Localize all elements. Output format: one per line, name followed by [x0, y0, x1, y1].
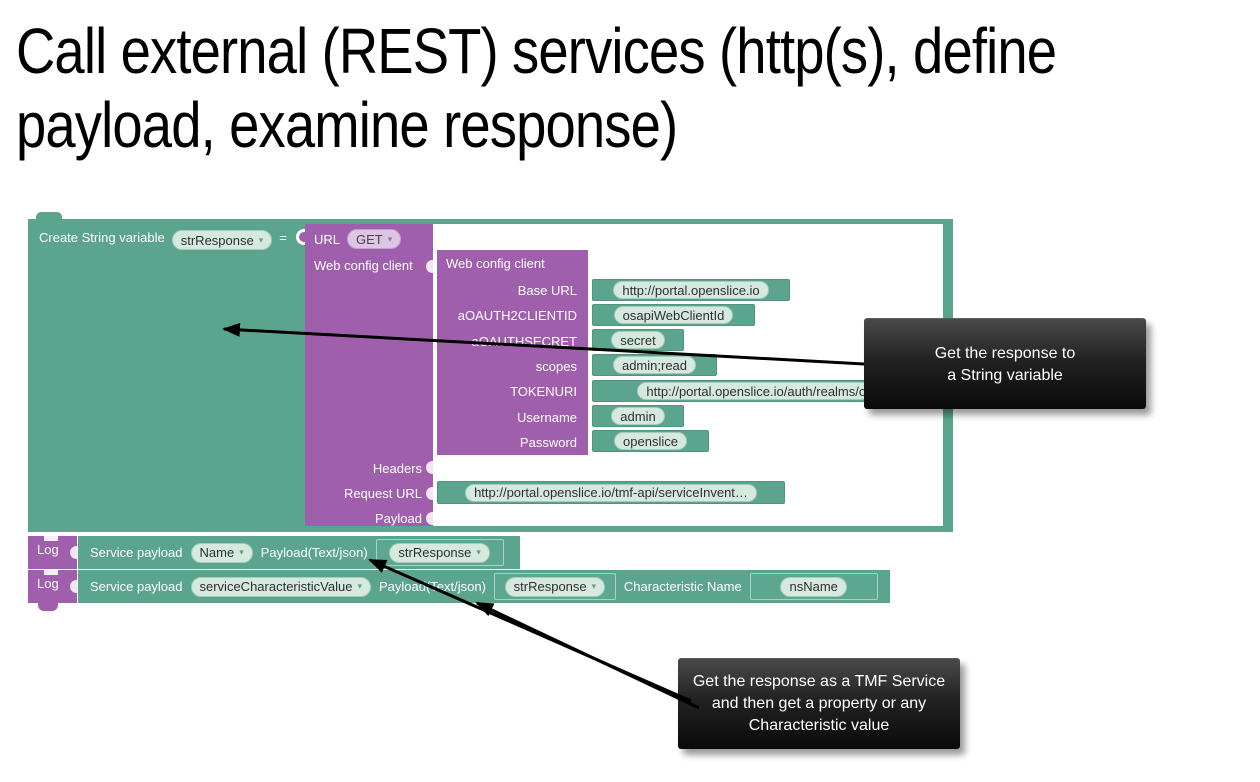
slide-title-line-2: payload, examine response) — [16, 89, 678, 161]
tokenuri-value: http://portal.openslice.io/auth/realms/o… — [646, 383, 881, 399]
service-payload-label: Service payload — [90, 545, 183, 560]
create-string-variable-label: Create String variable — [39, 230, 165, 245]
field-label-tokenuri: TOKENURI — [510, 384, 577, 399]
service-payload-block-1[interactable]: Service payload Name ▾ Payload(Text/json… — [78, 536, 520, 569]
value-plug-nub — [299, 232, 305, 242]
web-config-client-block[interactable]: Web config client Base URL aOAUTH2CLIENT… — [437, 250, 588, 455]
strresponse-dropdown[interactable]: strResponse ▾ — [504, 576, 606, 597]
value-socket — [426, 260, 433, 273]
callout-string-variable: Get the response to a String variable — [864, 318, 1146, 409]
callout-line: a String variable — [947, 367, 1063, 384]
callout-line: Get the response to — [934, 345, 1076, 362]
field-label-aoauth2clientid: aOAUTH2CLIENTID — [457, 308, 577, 323]
log-top-notch — [44, 536, 58, 541]
value-block-tokenuri[interactable]: http://portal.openslice.io/auth/realms/o… — [592, 380, 935, 402]
value-block-password[interactable]: openslice — [592, 430, 709, 452]
callout-line: Get the response as a TMF Service — [692, 673, 946, 690]
web-config-client-input-label: Web config client — [314, 258, 413, 273]
callout-line: Characteristic value — [748, 717, 890, 734]
headers-input-label: Headers — [372, 461, 422, 476]
characteristic-name-label: Characteristic Name — [623, 579, 742, 594]
slide-title-line-1: Call external (REST) services (http(s), … — [16, 15, 1057, 87]
username-value: admin — [620, 408, 656, 424]
dropdown-arrow-icon: ▾ — [258, 234, 264, 245]
property-dropdown[interactable]: Name ▾ — [190, 542, 253, 563]
service-payload-label: Service payload — [90, 579, 183, 594]
value-block-request-url[interactable]: http://portal.openslice.io/tmf-api/servi… — [437, 481, 785, 504]
property-dropdown-value: Name — [199, 545, 235, 560]
callout-tmf-service: Get the response as a TMF Service and th… — [678, 658, 960, 749]
payload-textjson-label: Payload(Text/json) — [378, 579, 486, 594]
variable-dropdown-value: strResponse — [180, 232, 254, 248]
base-url-value: http://portal.openslice.io — [622, 282, 760, 298]
log-block-1[interactable]: Log — [28, 536, 77, 569]
payload-textjson-label: Payload(Text/json) — [260, 545, 368, 560]
clientid-field[interactable]: osapiWebClientId — [613, 306, 734, 324]
request-url-socket — [426, 487, 433, 500]
nsname-value-block[interactable]: nsName — [749, 573, 878, 600]
log-block-2[interactable]: Log — [28, 570, 77, 603]
field-label-aoauthsecret: aOAUTHSECRET — [471, 334, 577, 349]
value-block-scopes[interactable]: admin;read — [592, 354, 717, 376]
strresponse-variable-block[interactable]: strResponse ▾ — [493, 573, 616, 600]
strresponse-value: strResponse — [513, 579, 587, 594]
value-block-clientid[interactable]: osapiWebClientId — [592, 304, 755, 326]
strresponse-dropdown[interactable]: strResponse ▾ — [389, 542, 490, 563]
base-url-field[interactable]: http://portal.openslice.io — [613, 281, 769, 299]
dropdown-arrow-icon: ▾ — [239, 547, 244, 557]
value-block-username[interactable]: admin — [592, 405, 684, 427]
dropdown-arrow-icon: ▾ — [357, 581, 362, 591]
dropdown-arrow-icon: ▾ — [591, 581, 597, 591]
password-field[interactable]: openslice — [614, 432, 687, 450]
value-block-secret[interactable]: secret — [592, 329, 684, 351]
log-top-notch — [44, 570, 58, 575]
callout-line: and then get a property or any — [711, 695, 927, 712]
scopes-field[interactable]: admin;read — [612, 356, 697, 374]
value-block-base-url[interactable]: http://portal.openslice.io — [592, 279, 790, 301]
nsname-value: nsName — [789, 579, 838, 594]
strresponse-variable-block[interactable]: strResponse ▾ — [375, 539, 504, 566]
field-label-password: Password — [519, 435, 577, 450]
field-label-base-url: Base URL — [517, 283, 577, 298]
request-url-field[interactable]: http://portal.openslice.io/tmf-api/servi… — [465, 483, 757, 502]
http-method-dropdown[interactable]: GET ▾ — [347, 229, 402, 249]
secret-field[interactable]: secret — [611, 331, 665, 349]
log-bottom-connector-tab — [38, 603, 58, 611]
strresponse-value: strResponse — [398, 545, 472, 560]
dropdown-arrow-icon: ▾ — [387, 233, 393, 244]
log-socket — [70, 546, 77, 559]
url-block[interactable]: URL GET ▾ Web config client Headers Requ… — [296, 224, 433, 526]
headers-socket — [426, 461, 433, 474]
log-socket — [70, 580, 77, 593]
web-config-client-title: Web config client — [446, 256, 545, 271]
payload-input-label: Payload — [375, 511, 422, 526]
create-string-variable-block[interactable]: Create String variable strResponse ▾ = — [28, 224, 305, 526]
dropdown-arrow-icon: ▾ — [476, 547, 481, 557]
nsname-field[interactable]: nsName — [780, 576, 847, 597]
field-label-scopes: scopes — [535, 359, 577, 374]
log-label: Log — [37, 542, 59, 557]
url-label: URL — [314, 231, 341, 247]
log-label: Log — [37, 576, 59, 591]
payload-socket — [426, 512, 433, 525]
request-url-input-label: Request URL — [343, 486, 422, 501]
arrow-to-log2 — [475, 601, 700, 710]
field-label-username: Username — [517, 410, 577, 425]
secret-value: secret — [620, 332, 656, 348]
username-field[interactable]: admin — [611, 407, 665, 425]
tokenuri-field[interactable]: http://portal.openslice.io/auth/realms/o… — [637, 382, 890, 400]
property-dropdown[interactable]: serviceCharacteristicValue ▾ — [190, 576, 371, 597]
request-url-value: http://portal.openslice.io/tmf-api/servi… — [474, 485, 748, 500]
service-payload-block-2[interactable]: Service payload serviceCharacteristicVal… — [78, 570, 890, 603]
password-value: openslice — [623, 433, 678, 449]
variable-dropdown[interactable]: strResponse ▾ — [171, 230, 273, 250]
clientid-value: osapiWebClientId — [622, 307, 725, 323]
scopes-value: admin;read — [621, 357, 688, 373]
block-top-connector-notch — [36, 212, 62, 222]
property-dropdown-value: serviceCharacteristicValue — [199, 579, 353, 594]
equals-sign: = — [279, 230, 287, 245]
http-method-value: GET — [356, 231, 383, 247]
